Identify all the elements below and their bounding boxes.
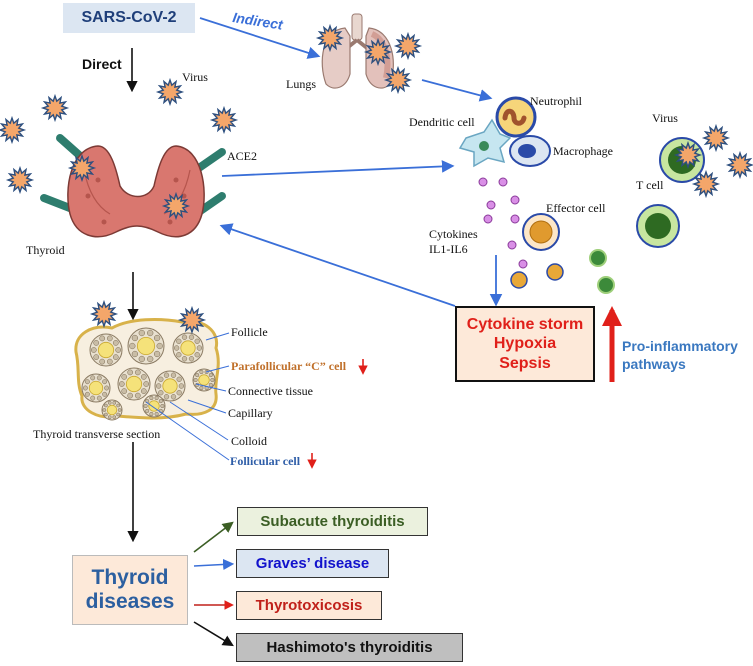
- leader-connective: [195, 383, 227, 392]
- pro-inflammatory-label: Pro-inflammatory: [622, 338, 738, 354]
- virus-icon: [701, 123, 731, 153]
- virus-icon: [5, 165, 35, 195]
- disease-graves: Graves’ disease: [236, 549, 389, 578]
- arrow-to-graves: [193, 558, 235, 571]
- leader-follicle: [205, 332, 230, 341]
- lungs-label: Lungs: [286, 77, 316, 91]
- cytokine-storm-box: Cytokine storm Hypoxia Sepsis: [455, 306, 595, 382]
- cytokines-label: Cytokines: [429, 227, 478, 241]
- section-title: Thyroid transverse section: [33, 427, 161, 441]
- arrow-thyroid-to-immune: [221, 160, 455, 177]
- virus-icon: [40, 93, 70, 123]
- virus-icon: [725, 150, 753, 180]
- parafollicular-label: Parafollicular “C” cell: [231, 359, 347, 373]
- ace2-label: ACE2: [227, 149, 257, 163]
- storm-line-3: Sepsis: [499, 354, 551, 372]
- t-cell-virus-label: Virus: [652, 111, 678, 125]
- t-cell-label: T cell: [636, 178, 664, 192]
- follicle-shape: [81, 373, 111, 403]
- dendritic-cell-label: Dendritic cell: [409, 115, 475, 129]
- virus-icon: [89, 299, 119, 329]
- effector-cell-label: Effector cell: [546, 201, 606, 215]
- virus-icon: [155, 77, 185, 107]
- virus-icon: [691, 169, 721, 199]
- follicle-shape: [127, 327, 165, 365]
- virus-icon: [0, 115, 27, 145]
- virus-icon: [67, 153, 97, 183]
- follicle-shape: [192, 368, 216, 392]
- arrow-storm-to-thyroid: [219, 223, 456, 307]
- cytokines-il-label: IL1-IL6: [429, 242, 468, 256]
- disease-hashimoto: Hashimoto's thyroiditis: [236, 633, 463, 662]
- virus-particles: [0, 23, 753, 335]
- thyroid-diseases-line-1: Thyroid: [91, 566, 169, 590]
- follicle-shape: [101, 399, 123, 421]
- arrow-to-subacute: [193, 521, 234, 553]
- virus-icon: [363, 37, 393, 67]
- leader-follicular: [145, 401, 230, 461]
- cytokine-particles: [478, 177, 528, 269]
- route-direct-label: Direct: [82, 56, 122, 72]
- follicle-label: Follicle: [231, 325, 268, 339]
- leader-colloid: [169, 401, 229, 441]
- thyroid-diseases-box: Thyroid diseases: [72, 555, 188, 625]
- leader-capillary: [187, 399, 227, 414]
- virus-icon: [161, 191, 191, 221]
- virus-icon: [177, 305, 207, 335]
- storm-line-1: Cytokine storm: [466, 315, 584, 333]
- connective-tissue-label: Connective tissue: [228, 384, 313, 398]
- virus-icon: [393, 31, 423, 61]
- small-effector-cells: [510, 249, 615, 294]
- virus-icon: [209, 105, 239, 135]
- capillary-label: Capillary: [228, 406, 273, 420]
- arrow-lungs-to-immune: [421, 79, 493, 102]
- thyroid-gland-illustration: [40, 134, 226, 238]
- virus-icon: [315, 23, 345, 53]
- thyroid-diseases-line-2: diseases: [85, 590, 175, 613]
- arrow-to-hashimoto: [193, 621, 234, 647]
- disease-subacute-thyroiditis: Subacute thyroiditis: [237, 507, 428, 536]
- follicle-shape: [154, 370, 186, 402]
- follicular-cell-label: Follicular cell: [230, 454, 301, 468]
- follicle-shape: [89, 333, 123, 367]
- pathways-label: pathways: [622, 356, 686, 372]
- disease-thyrotoxicosis: Thyrotoxicosis: [236, 591, 382, 620]
- arrow-indirect: [199, 17, 321, 59]
- neutrophil-label: Neutrophil: [530, 94, 582, 108]
- effector-cell: [522, 213, 560, 251]
- follicle-shape: [172, 332, 204, 364]
- thyroid-label: Thyroid: [26, 243, 65, 257]
- dendritic-cell: [458, 118, 512, 168]
- virus-icon: [673, 140, 703, 170]
- leader-parafollicular: [205, 365, 230, 373]
- thyroid-section-illustration: [74, 318, 220, 421]
- storm-line-2: Hypoxia: [493, 335, 557, 353]
- virus-label: Virus: [182, 70, 208, 84]
- colloid-label: Colloid: [231, 434, 268, 448]
- follicle-shape: [142, 394, 166, 418]
- diagram-arrows: [126, 17, 622, 647]
- macrophage-label: Macrophage: [553, 144, 613, 158]
- neutrophil-cell: [495, 96, 537, 138]
- follicle-shape: [117, 367, 151, 401]
- sars-cov-2-title: SARS-CoV-2: [63, 3, 195, 33]
- macrophage-cell: [509, 135, 551, 167]
- virus-icon: [383, 65, 413, 95]
